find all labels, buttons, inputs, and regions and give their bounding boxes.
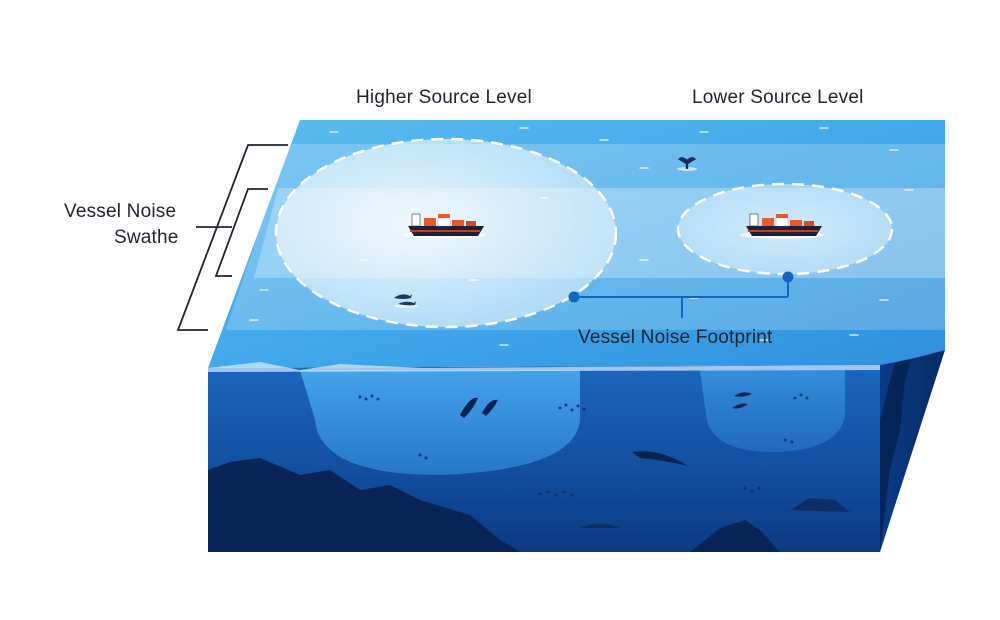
higher-source-level-label: Higher Source Level (356, 87, 532, 108)
noise-cone-high (300, 370, 580, 475)
surface-lip (208, 362, 880, 372)
footprint-marker-low (782, 271, 794, 283)
vessel-noise-footprint-label: Vessel Noise Footprint (578, 327, 773, 348)
fish-school-icon (358, 393, 809, 497)
dolphin-icon (732, 392, 752, 409)
lower-source-level-label: Lower Source Level (692, 87, 864, 108)
cargo-ship-icon (740, 213, 824, 239)
water-sparkles (249, 127, 914, 346)
seabed (208, 458, 520, 552)
side-rocks (880, 230, 945, 552)
cargo-ship-icon (402, 213, 486, 239)
seabed-right (690, 520, 780, 552)
whale-tail-icon (677, 157, 697, 171)
vessel-noise-swathe-label-line2: Swathe (114, 227, 179, 248)
dolphin-icon (394, 294, 418, 308)
seabed-right-2 (790, 498, 850, 512)
noise-cone-low (700, 370, 845, 452)
swathe-bracket-outer (176, 144, 288, 331)
swathe-bracket-inner (214, 188, 268, 277)
seabed-mid (580, 524, 620, 528)
whale-icon (460, 397, 688, 466)
vessel-noise-swathe-label-line1: Vessel Noise (64, 201, 177, 222)
footprint-marker-high (568, 291, 580, 303)
